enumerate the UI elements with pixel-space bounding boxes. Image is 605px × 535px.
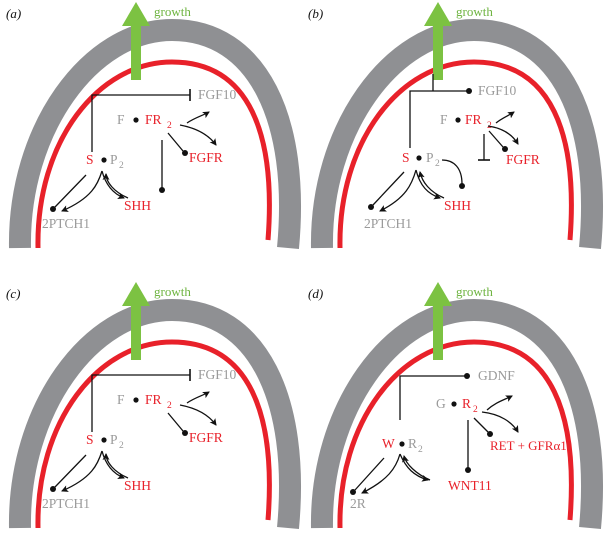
receptor-target-b: FGFR — [506, 152, 540, 167]
ligand-dot-label-a: F — [117, 112, 125, 127]
growth-label-b: growth — [456, 4, 493, 19]
ligand-dot-label-b: F — [440, 112, 448, 127]
shh-label-c: SHH — [124, 478, 151, 493]
ligand-label-c: FGF10 — [198, 367, 237, 382]
receptor-target-c: FGFR — [189, 430, 223, 445]
patched-label-c: P — [110, 432, 118, 447]
panel-d: (d) growth GDNF G R 2 RET + GFRα1 W R 2 … — [308, 282, 592, 528]
panel-a: (a) growth FGF10 F FR 2 FGFR S P 2 SHH — [6, 2, 290, 248]
ligand-label-d: GDNF — [478, 368, 515, 383]
receptor-sub-a: 2 — [167, 121, 172, 131]
panel-b: (b) growth FGF10 F FR 2 FGFR S P 2 SH — [308, 2, 592, 248]
ptch-label-d: 2R — [350, 496, 366, 511]
panel-label-a: (a) — [6, 6, 21, 21]
patched-sub-d: 2 — [418, 445, 423, 455]
patched-label-b: P — [426, 150, 434, 165]
receptor-label-b: FR — [465, 112, 482, 127]
receptor-sub-d: 2 — [473, 405, 478, 415]
shh-label-a: SHH — [124, 198, 151, 213]
panel-label-b: (b) — [308, 6, 323, 21]
shh-bound-label-b: S — [402, 150, 410, 165]
receptor-target-d: RET + GFRα1 — [490, 438, 567, 453]
shh-bound-label-c: S — [86, 432, 94, 447]
ligand-label-a: FGF10 — [198, 87, 237, 102]
growth-label-a: growth — [154, 4, 191, 19]
patched-label-d: R — [408, 436, 417, 451]
receptor-label-d: R — [462, 396, 471, 411]
patched-sub-c: 2 — [119, 441, 124, 451]
shh-bound-label-a: S — [86, 152, 94, 167]
shh-label-d: WNT11 — [448, 478, 492, 493]
receptor-sub-c: 2 — [167, 401, 172, 411]
patched-sub-b: 2 — [435, 159, 440, 169]
growth-label-d: growth — [456, 284, 493, 299]
panel-label-d: (d) — [308, 286, 323, 301]
ligand-dot-label-c: F — [117, 392, 125, 407]
ptch-label-a: 2PTCH1 — [42, 216, 90, 231]
receptor-target-a: FGFR — [189, 150, 223, 165]
shh-label-b: SHH — [444, 198, 471, 213]
ptch-label-c: 2PTCH1 — [42, 496, 90, 511]
ptch-label-b: 2PTCH1 — [364, 216, 412, 231]
receptor-label-c: FR — [145, 392, 162, 407]
ligand-label-b: FGF10 — [478, 83, 517, 98]
receptor-label-a: FR — [145, 112, 162, 127]
panel-label-c: (c) — [6, 286, 20, 301]
ligand-dot-label-d: G — [436, 396, 446, 411]
growth-label-c: growth — [154, 284, 191, 299]
panel-c: (c) growth FGF10 F FR 2 FGFR S P 2 SHH 2… — [6, 282, 290, 528]
shh-bound-label-d: W — [382, 436, 395, 451]
patched-label-a: P — [110, 152, 118, 167]
patched-sub-a: 2 — [119, 161, 124, 171]
